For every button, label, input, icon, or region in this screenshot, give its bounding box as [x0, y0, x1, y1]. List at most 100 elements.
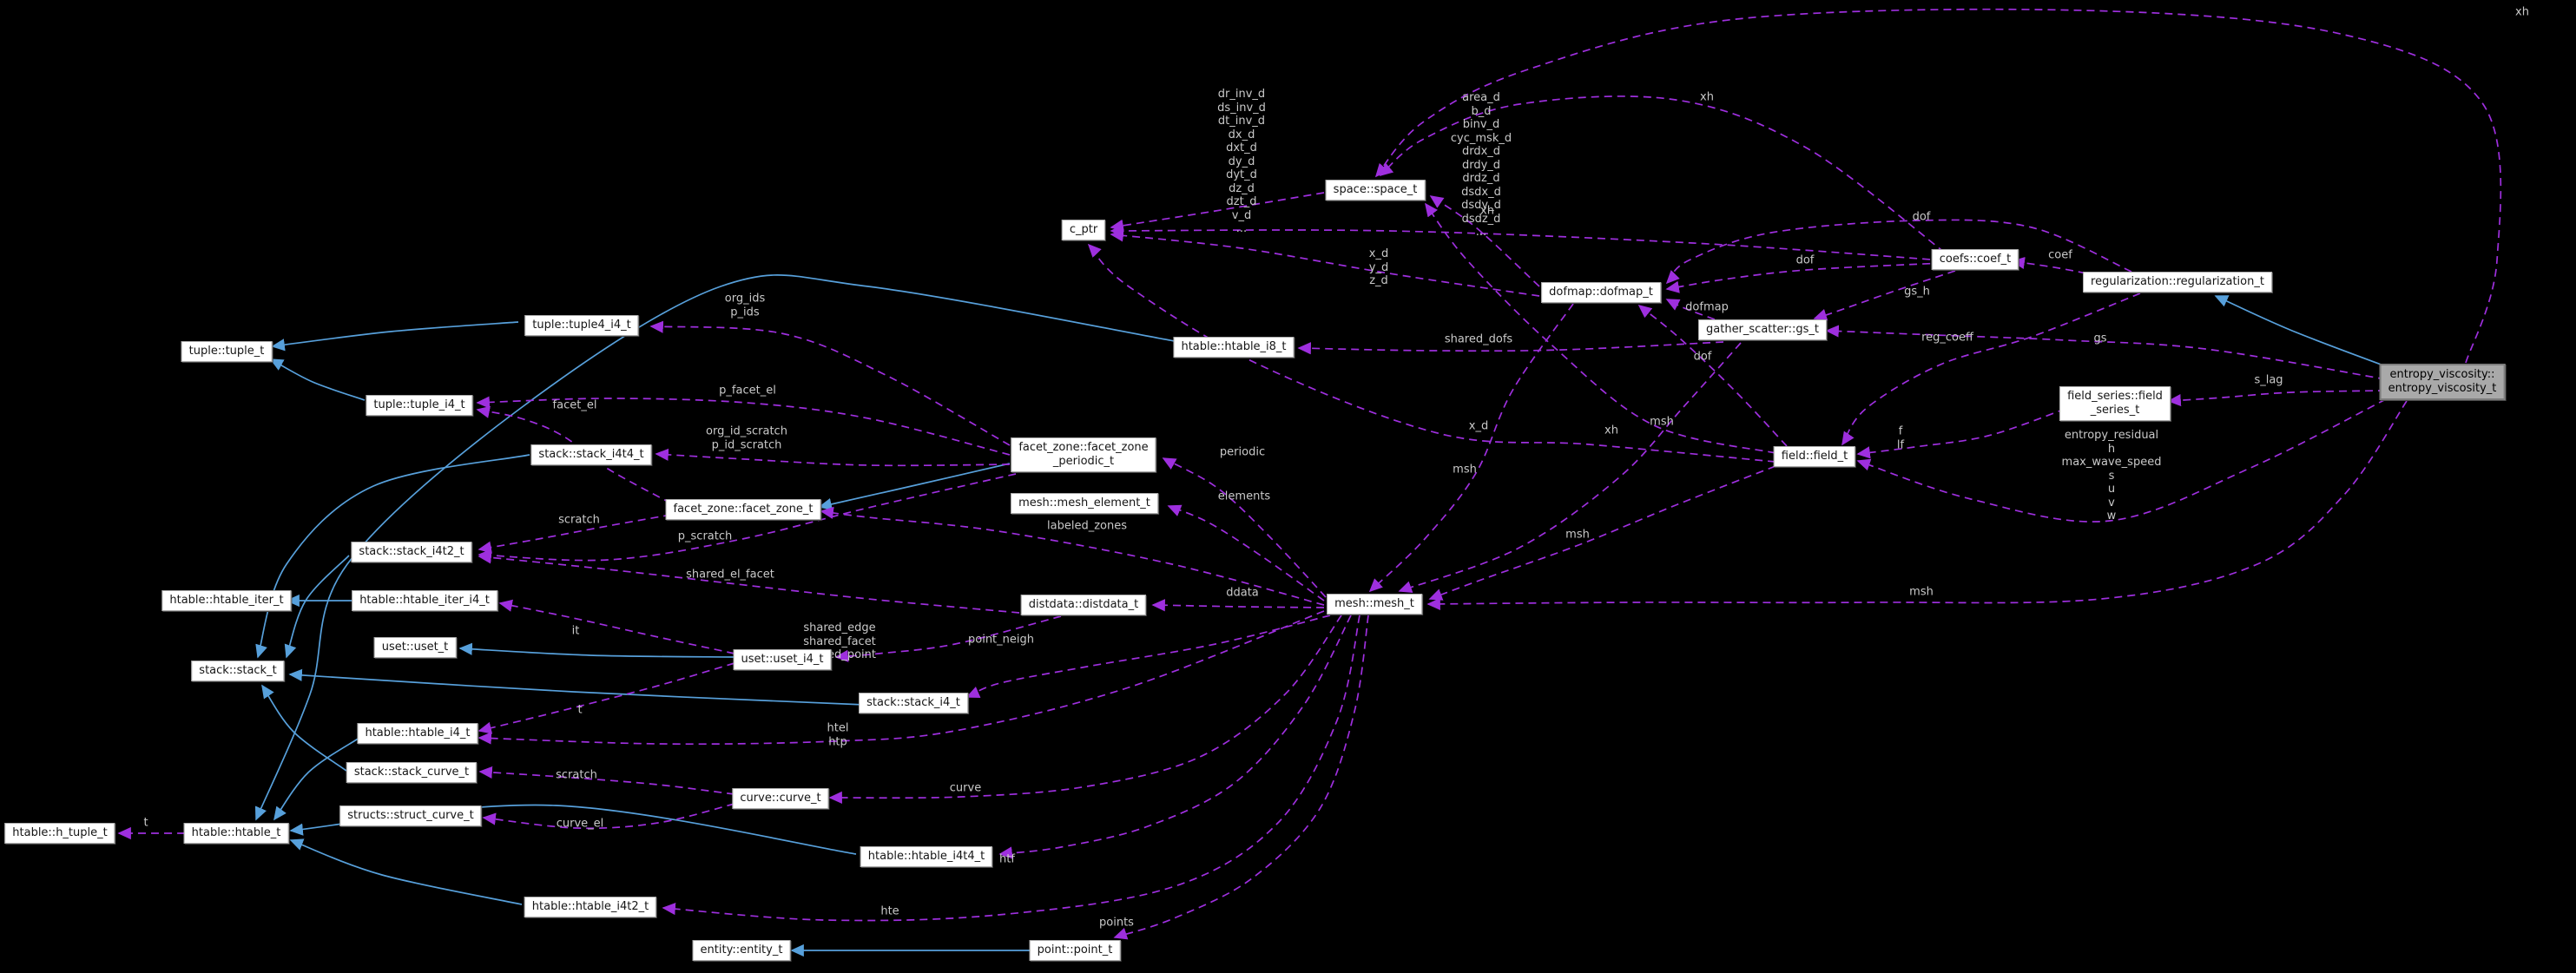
- edge-facet_zone_periodic-stack_i4t2: [478, 473, 1017, 562]
- node-tuple_i4[interactable]: tuple::tuple_i4_t: [366, 395, 473, 416]
- node-htable_i8[interactable]: htable::htable_i8_t: [1173, 337, 1295, 358]
- edge-dofmap-mesh: [1368, 303, 1574, 593]
- node-facet_zone_periodic[interactable]: facet_zone::facet_zone_periodic_t: [1011, 437, 1156, 472]
- edge-coef-gs: [1813, 270, 1956, 321]
- node-field[interactable]: field::field_t: [1773, 446, 1856, 467]
- node-space[interactable]: space::space_t: [1325, 180, 1426, 201]
- edge-field-mesh: [1428, 465, 1776, 601]
- node-regularization[interactable]: regularization::regularization_t: [2083, 272, 2272, 293]
- node-stack_i4[interactable]: stack::stack_i4_t: [859, 693, 968, 713]
- edge-entropy-space: [1374, 8, 2502, 364]
- node-label-line: stack::stack_i4t4_t: [538, 448, 644, 461]
- edge-label-coef-dofmap: dof: [1796, 253, 1815, 267]
- edge-stack_curve-stack: [261, 684, 347, 772]
- node-stack_i4t4[interactable]: stack::stack_i4t4_t: [530, 444, 652, 465]
- node-distdata[interactable]: distdata::distdata_t: [1020, 595, 1147, 615]
- node-field_series[interactable]: field_series::field_series_t: [2059, 386, 2171, 421]
- edge-label-entropy-gs: gs: [2093, 332, 2106, 345]
- edge-label-entropy-space: xh: [2515, 5, 2529, 19]
- edge-entropy-mesh: [1426, 400, 2408, 610]
- edge-label-line: msh: [1565, 528, 1590, 542]
- edge-mesh-distdata: [1151, 599, 1325, 612]
- node-struct_curve[interactable]: structs::struct_curve_t: [339, 805, 482, 826]
- node-htable[interactable]: htable::htable_t: [183, 823, 289, 844]
- node-htable_i4t4[interactable]: htable::htable_i4t4_t: [860, 846, 993, 867]
- edge-facet_zone-tuple_i4: [476, 405, 672, 504]
- edge-uset_i4-htable_i4: [478, 662, 735, 734]
- edge-label-line: w: [2106, 509, 2117, 523]
- edge-entropy-regularization: [2214, 295, 2394, 370]
- node-htable_iter_i4[interactable]: htable::htable_iter_i4_t: [352, 590, 497, 611]
- node-uset_i4[interactable]: uset::uset_i4_t: [733, 649, 832, 670]
- edge-uset_i4-htable_iter_i4: [498, 599, 735, 654]
- node-curve[interactable]: curve::curve_t: [732, 788, 829, 809]
- edge-facet_zone_periodic-tuple4_i4: [649, 320, 1011, 446]
- edge-label-line: ...: [1235, 221, 1248, 235]
- node-gs[interactable]: gather_scatter::gs_t: [1698, 319, 1827, 340]
- node-stack[interactable]: stack::stack_t: [191, 661, 285, 681]
- edge-label-uset_i4-htable_i4: t: [577, 703, 582, 717]
- node-htable_i4t2[interactable]: htable::htable_i4t2_t: [524, 897, 657, 917]
- node-label-line: stack::stack_curve_t: [353, 766, 470, 779]
- node-stack_i4t2[interactable]: stack::stack_i4t2_t: [351, 542, 472, 562]
- node-c_ptr[interactable]: c_ptr: [1061, 220, 1106, 240]
- node-entity[interactable]: entity::entity_t: [692, 940, 791, 961]
- node-label-line: entropy_viscosity_t: [2388, 382, 2497, 395]
- node-htable_iter[interactable]: htable::htable_iter_t: [161, 590, 292, 611]
- edge-distdata-uset_i4: [834, 615, 1062, 662]
- node-label-line: htable::htable_t: [191, 826, 281, 839]
- edge-label-facet_zone_periodic-stack_i4t2: p_scratch: [678, 529, 732, 543]
- edge-label-line: dr_inv_d: [1217, 87, 1266, 101]
- node-tuple[interactable]: tuple::tuple_t: [181, 341, 273, 362]
- node-coef[interactable]: coefs::coef_t: [1931, 249, 2019, 270]
- edge-label-line: gs_h: [1904, 285, 1930, 299]
- edge-mesh-point: [1113, 615, 1369, 940]
- edge-entropy-field_series: [2167, 390, 2387, 407]
- edge-htable_i4-htable: [273, 737, 360, 821]
- edge-field_series-field: [1856, 408, 2066, 459]
- node-label-line: curve::curve_t: [740, 792, 821, 805]
- edge-label-line: z_d: [1369, 273, 1388, 287]
- edge-label-line: gs: [2093, 332, 2107, 345]
- edge-label-line: drdz_d: [1462, 171, 1500, 185]
- edge-label-line: drdx_d: [1461, 144, 1501, 158]
- edge-label-line: shared_edge: [803, 621, 876, 634]
- edge-label-line: entropy_residual: [2064, 428, 2159, 442]
- node-point[interactable]: point::point_t: [1029, 940, 1121, 961]
- edge-label-line: y_d: [1368, 260, 1389, 274]
- node-htable_i4[interactable]: htable::htable_i4_t: [357, 723, 478, 744]
- edge-label-line: dof: [1795, 253, 1815, 267]
- node-label-line: stack::stack_i4t2_t: [359, 545, 464, 558]
- node-dofmap[interactable]: dofmap::dofmap_t: [1541, 282, 1661, 303]
- edge-label-line: ddata: [1226, 586, 1259, 600]
- node-stack_curve[interactable]: stack::stack_curve_t: [346, 762, 478, 783]
- node-tuple4_i4[interactable]: tuple::tuple4_i4_t: [524, 315, 639, 336]
- edge-label-line: area_d: [1462, 90, 1500, 104]
- node-label-line: facet_zone::facet_zone: [1018, 441, 1149, 454]
- node-uset[interactable]: uset::uset_t: [373, 637, 457, 658]
- edge-label-entropy-mesh: msh: [1909, 585, 1934, 599]
- edge-uset_i4-uset: [458, 642, 735, 658]
- node-label-line: stack::stack_t: [199, 664, 277, 677]
- node-label-line: tuple::tuple_t: [188, 345, 265, 358]
- edge-entropy-field: [1856, 398, 2387, 523]
- node-entropy[interactable]: entropy_viscosity::entropy_viscosity_t: [2379, 364, 2506, 400]
- node-label-line: _periodic_t: [1052, 455, 1115, 468]
- node-mesh[interactable]: mesh::mesh_t: [1327, 594, 1422, 615]
- edge-gs-dofmap: [1665, 299, 1716, 320]
- edge-label-line: ...: [1475, 225, 1487, 239]
- edge-gs-htable_i8: [1297, 341, 1724, 355]
- edge-stack_i4t2-stack: [284, 555, 350, 659]
- node-facet_zone[interactable]: facet_zone::facet_zone_t: [665, 499, 821, 520]
- edge-label-line: lf: [1896, 438, 1905, 451]
- node-label-line: point::point_t: [1037, 943, 1113, 957]
- node-mesh_element[interactable]: mesh::mesh_element_t: [1011, 493, 1158, 514]
- node-label-line: structs::struct_curve_t: [347, 809, 474, 822]
- node-h_tuple[interactable]: htable::h_tuple_t: [4, 823, 115, 844]
- edge-label-line: coef: [2048, 248, 2072, 262]
